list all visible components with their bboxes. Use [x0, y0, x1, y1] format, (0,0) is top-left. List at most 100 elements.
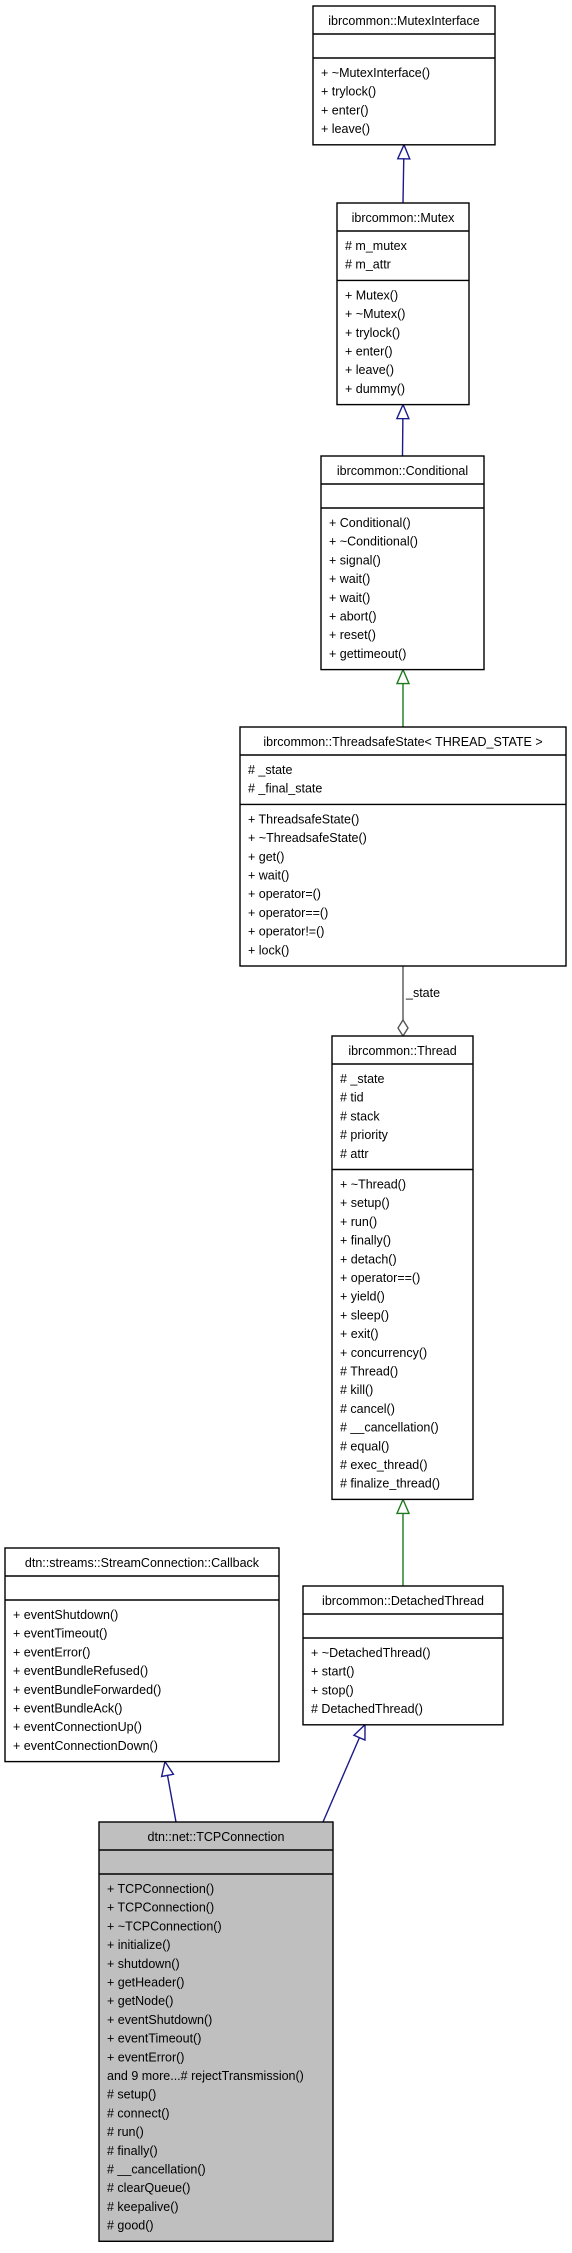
edge-mutex-to-mutexinterface	[396, 143, 411, 204]
class-method: + trylock()	[345, 326, 400, 340]
class-method: # Thread()	[340, 1365, 398, 1379]
class-name: ibrcommon::DetachedThread	[322, 1594, 484, 1608]
class-attribute: # stack	[340, 1109, 380, 1123]
class-method: # good()	[107, 2219, 154, 2233]
class-method: + run()	[340, 1215, 377, 1229]
edge-threadsafestate-to-conditional	[395, 667, 411, 727]
class-method: + start()	[311, 1665, 354, 1679]
class-method: + eventBundleRefused()	[13, 1664, 148, 1678]
class-method: + setup()	[340, 1196, 390, 1210]
class-mutex-interface[interactable]: ibrcommon::MutexInterface+ ~MutexInterfa…	[312, 5, 496, 146]
class-method: and 9 more...# rejectTransmission()	[107, 2069, 304, 2083]
class-box	[98, 1821, 334, 2242]
class-attribute: # m_attr	[345, 258, 391, 272]
class-method: + wait()	[329, 572, 370, 586]
class-threadsafe-state[interactable]: ibrcommon::ThreadsafeState< THREAD_STATE…	[239, 726, 567, 967]
class-name: dtn::net::TCPConnection	[148, 1830, 285, 1844]
class-attribute: # m_mutex	[345, 239, 408, 253]
class-method: + stop()	[311, 1683, 354, 1697]
class-method: # finalize_thread()	[340, 1477, 440, 1491]
class-method: # kill()	[340, 1383, 373, 1397]
class-method: + wait()	[329, 591, 370, 605]
class-method: + ~MutexInterface()	[321, 66, 430, 80]
class-mutex[interactable]: ibrcommon::Mutex# m_mutex# m_attr+ Mutex…	[336, 202, 470, 406]
class-method: # connect()	[107, 2106, 170, 2120]
class-name: ibrcommon::ThreadsafeState< THREAD_STATE…	[263, 735, 542, 749]
edge-thread-aggregates-state	[397, 966, 409, 1038]
class-box	[239, 726, 567, 967]
class-method: + trylock()	[321, 85, 376, 99]
class-attribute: # _final_state	[248, 782, 322, 796]
class-method: + leave()	[345, 363, 394, 377]
class-box	[331, 1035, 474, 1501]
class-method: + operator==()	[340, 1271, 420, 1285]
class-attribute: # priority	[340, 1128, 389, 1142]
edge-tcpconnection-to-detachedthread	[322, 1723, 366, 1823]
edge-detachedthread-to-thread	[395, 1497, 411, 1586]
class-method: + ~ThreadsafeState()	[248, 831, 367, 845]
inheritance-arrowhead	[352, 1723, 366, 1742]
class-method: + finally()	[340, 1234, 391, 1248]
class-attribute: # _state	[340, 1072, 385, 1086]
class-method: # finally()	[107, 2144, 158, 2158]
class-box	[302, 1585, 504, 1726]
class-attribute: # attr	[340, 1147, 369, 1161]
class-method: + reset()	[329, 628, 376, 642]
class-method: + concurrency()	[340, 1346, 427, 1360]
class-method: + TCPConnection()	[107, 1882, 214, 1896]
class-method: + eventConnectionUp()	[13, 1720, 142, 1734]
class-box	[336, 202, 470, 406]
class-method: # __cancellation()	[340, 1421, 439, 1435]
class-name: dtn::streams::StreamConnection::Callback	[25, 1556, 260, 1570]
class-method: + getNode()	[107, 1994, 173, 2008]
class-method: + eventBundleForwarded()	[13, 1683, 161, 1697]
class-method: # keepalive()	[107, 2200, 179, 2214]
class-method: # DetachedThread()	[311, 1702, 423, 1716]
class-thread[interactable]: ibrcommon::Thread# _state# tid# stack# p…	[331, 1035, 474, 1501]
edge-line	[402, 158, 405, 204]
class-conditional[interactable]: ibrcommon::Conditional+ Conditional()+ ~…	[320, 455, 485, 671]
class-method: + eventShutdown()	[107, 2013, 212, 2027]
class-method: + eventConnectionDown()	[13, 1739, 158, 1753]
class-method: + dummy()	[345, 382, 405, 396]
class-method: + Mutex()	[345, 288, 398, 302]
inheritance-arrowhead	[160, 1759, 175, 1778]
class-method: + yield()	[340, 1290, 385, 1304]
class-method: + Conditional()	[329, 516, 411, 530]
class-method: + initialize()	[107, 1938, 171, 1952]
class-tcp-connection[interactable]: dtn::net::TCPConnection+ TCPConnection()…	[98, 1821, 334, 2242]
class-method: + ~Thread()	[340, 1178, 406, 1192]
class-name: ibrcommon::Conditional	[337, 464, 468, 478]
class-box	[320, 455, 485, 671]
class-method: + operator==()	[248, 906, 328, 920]
class-detached-thread[interactable]: ibrcommon::DetachedThread+ ~DetachedThre…	[302, 1585, 504, 1726]
class-method: # equal()	[340, 1439, 389, 1453]
class-method: + ~DetachedThread()	[311, 1646, 431, 1660]
inheritance-arrowhead	[395, 1497, 411, 1515]
class-method: # cancel()	[340, 1402, 395, 1416]
class-attribute: # tid	[340, 1091, 364, 1105]
class-method: + eventBundleAck()	[13, 1702, 122, 1716]
class-box	[312, 5, 496, 146]
class-name: ibrcommon::Mutex	[352, 211, 456, 225]
class-method: + lock()	[248, 943, 289, 957]
edge-line	[166, 1775, 177, 1823]
class-name: ibrcommon::MutexInterface	[328, 14, 479, 28]
class-method: + eventTimeout()	[107, 2032, 201, 2046]
class-method: + get()	[248, 850, 284, 864]
class-method: + ~Mutex()	[345, 307, 405, 321]
class-callback[interactable]: dtn::streams::StreamConnection::Callback…	[4, 1547, 280, 1763]
class-method: + operator=()	[248, 887, 321, 901]
class-box	[4, 1547, 280, 1763]
class-method: # run()	[107, 2125, 144, 2139]
class-method: + eventShutdown()	[13, 1608, 118, 1622]
class-method: + getHeader()	[107, 1976, 184, 1990]
class-method: + leave()	[321, 122, 370, 136]
class-method: + enter()	[321, 103, 369, 117]
class-method: + ThreadsafeState()	[248, 812, 359, 826]
class-method: + abort()	[329, 610, 377, 624]
aggregation-label-state: _state	[405, 986, 440, 1000]
class-attribute: # _state	[248, 763, 293, 777]
class-method: + signal()	[329, 553, 381, 567]
